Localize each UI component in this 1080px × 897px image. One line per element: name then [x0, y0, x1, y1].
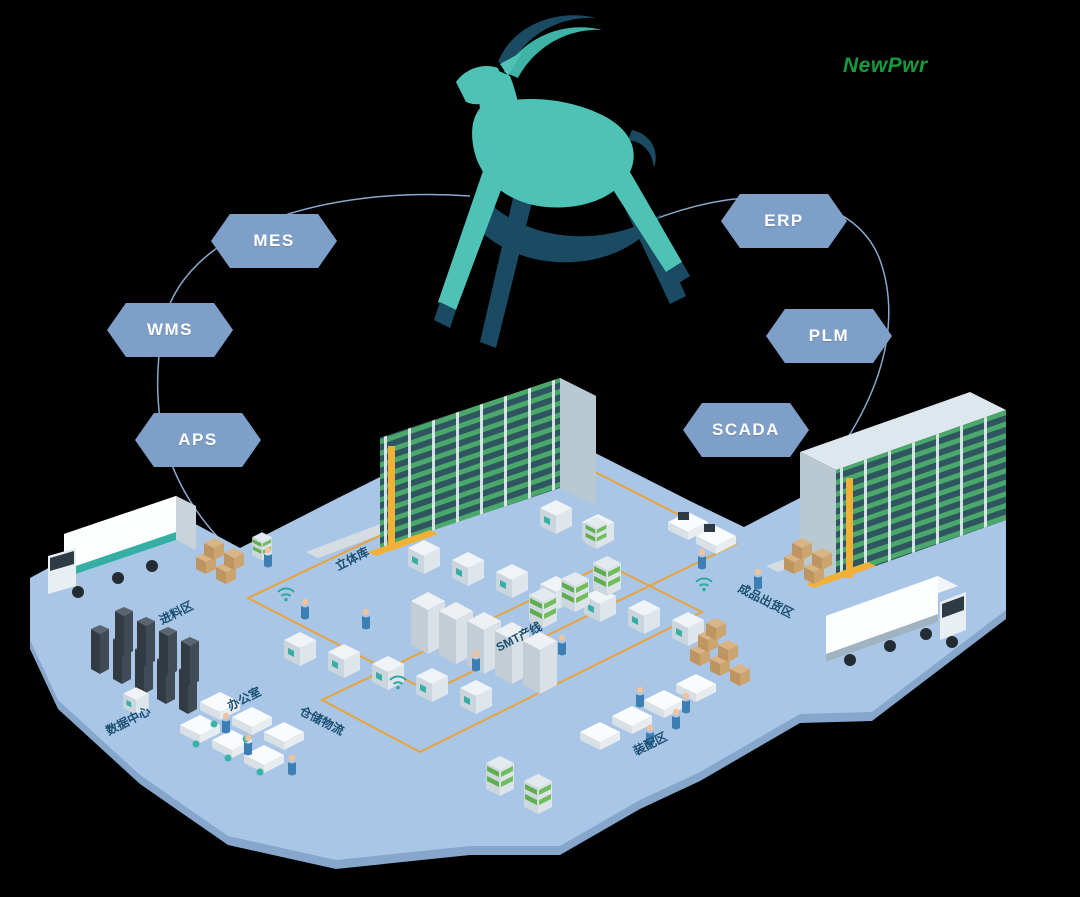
badge-aps: APS [135, 413, 261, 467]
badge-plm: PLM [766, 309, 892, 363]
stacker-crane-right [846, 478, 853, 578]
vertical-warehouse-right [800, 392, 1006, 588]
badge-scada: SCADA [683, 403, 809, 457]
vertical-warehouse-left [368, 378, 596, 556]
badge-mes: MES [211, 214, 337, 268]
stacker-crane-left [388, 446, 395, 546]
control-station [668, 512, 736, 554]
badge-wms: WMS [107, 303, 233, 357]
truck-outgoing [826, 576, 966, 666]
badge-erp: ERP [721, 194, 847, 248]
antelope-logo [434, 15, 690, 348]
brand-logo: NewPwr [843, 54, 928, 77]
truck-incoming [48, 496, 196, 598]
